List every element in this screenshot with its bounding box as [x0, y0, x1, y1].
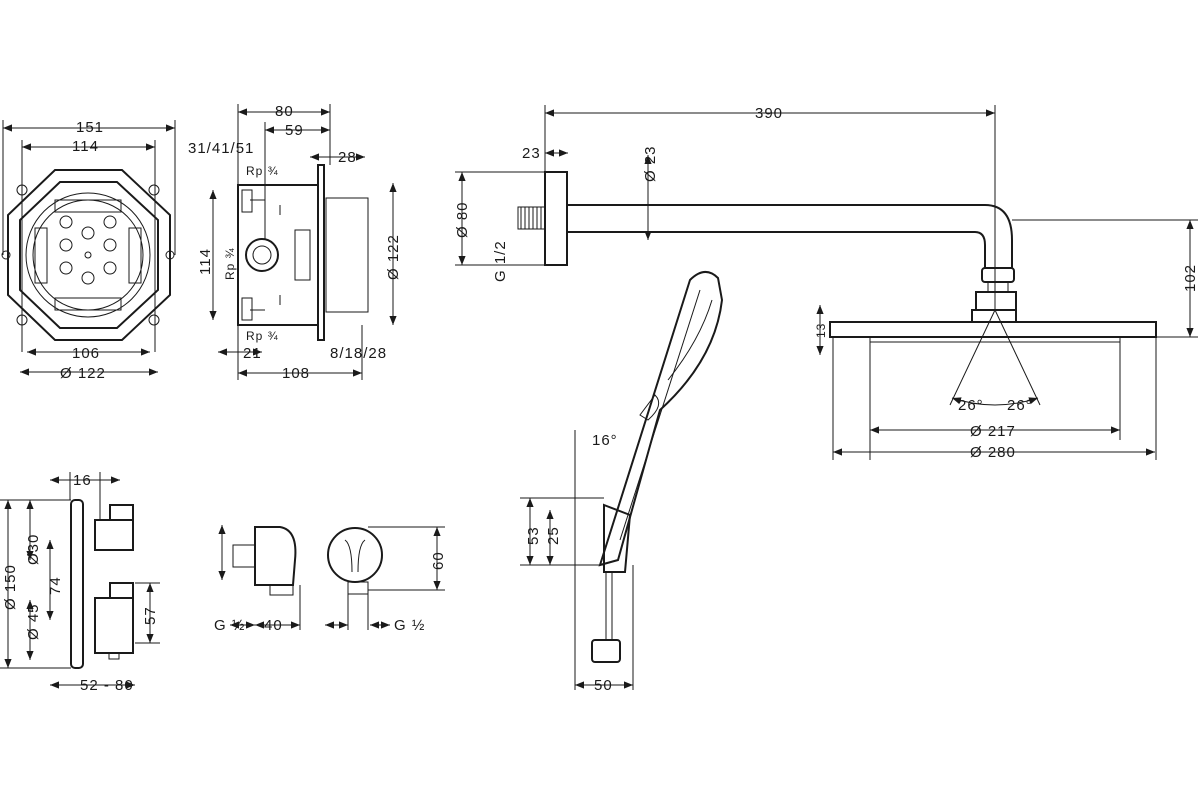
- label-16: 16: [73, 472, 92, 489]
- label-390: 390: [755, 105, 783, 122]
- thermostat: [70, 499, 134, 669]
- label-151: 151: [76, 119, 104, 136]
- label-dia-122-vertical: Ø 122: [385, 234, 402, 280]
- label-13: 13: [814, 323, 828, 338]
- label-26-left: 26°: [958, 397, 984, 414]
- label-dia-150: Ø 150: [2, 564, 19, 610]
- label-57: 57: [142, 606, 159, 625]
- shower-arm: [517, 171, 1017, 323]
- label-g-1-2: G 1/2: [492, 240, 509, 282]
- label-106: 106: [72, 345, 100, 362]
- label-dia-80: Ø 80: [454, 201, 471, 238]
- label-53: 53: [525, 526, 542, 545]
- label-dia-217: Ø 217: [970, 423, 1016, 440]
- label-8-18-28: 8/18/28: [330, 345, 387, 362]
- label-31-41-51: 31/41/51: [188, 140, 254, 157]
- install-box-front-view: [1, 169, 175, 341]
- label-dia-23: Ø 23: [642, 145, 659, 182]
- hand-shower: [591, 271, 724, 663]
- dimension-lines: [3, 108, 1194, 689]
- label-dia-280: Ø 280: [970, 444, 1016, 461]
- extension-lines: [0, 104, 1198, 690]
- label-80: 80: [275, 103, 294, 120]
- install-box-side-view: [237, 164, 369, 341]
- overhead-shower: [829, 309, 1157, 406]
- label-dia-30: Ø30: [25, 534, 42, 565]
- label-74: 74: [47, 576, 64, 595]
- label-26-right: 26°: [1007, 397, 1033, 414]
- label-dia-45: Ø 45: [25, 603, 42, 640]
- label-25: 25: [545, 526, 562, 545]
- label-52-80: 52 - 80: [80, 677, 134, 694]
- label-g-half-left: G ½: [214, 617, 245, 634]
- label-114: 114: [72, 138, 99, 155]
- label-16-deg: 16°: [592, 432, 618, 449]
- label-114-vertical: 114: [197, 248, 214, 275]
- label-23: 23: [522, 145, 541, 162]
- label-rp-mid: Rp ¾: [223, 247, 237, 280]
- label-21: 21: [243, 345, 262, 362]
- label-108: 108: [282, 365, 310, 382]
- label-50: 50: [594, 677, 613, 694]
- label-28: 28: [338, 149, 357, 166]
- label-40: 40: [264, 617, 283, 634]
- label-rp-top: Rp ¾: [246, 164, 279, 178]
- label-rp-bottom: Rp ¾: [246, 329, 279, 343]
- label-59: 59: [285, 122, 304, 139]
- label-102: 102: [1182, 264, 1199, 292]
- label-dia-122: Ø 122: [60, 365, 106, 382]
- wall-outlet: [232, 526, 383, 596]
- label-g-half-right: G ½: [394, 617, 425, 634]
- label-60: 60: [430, 551, 447, 570]
